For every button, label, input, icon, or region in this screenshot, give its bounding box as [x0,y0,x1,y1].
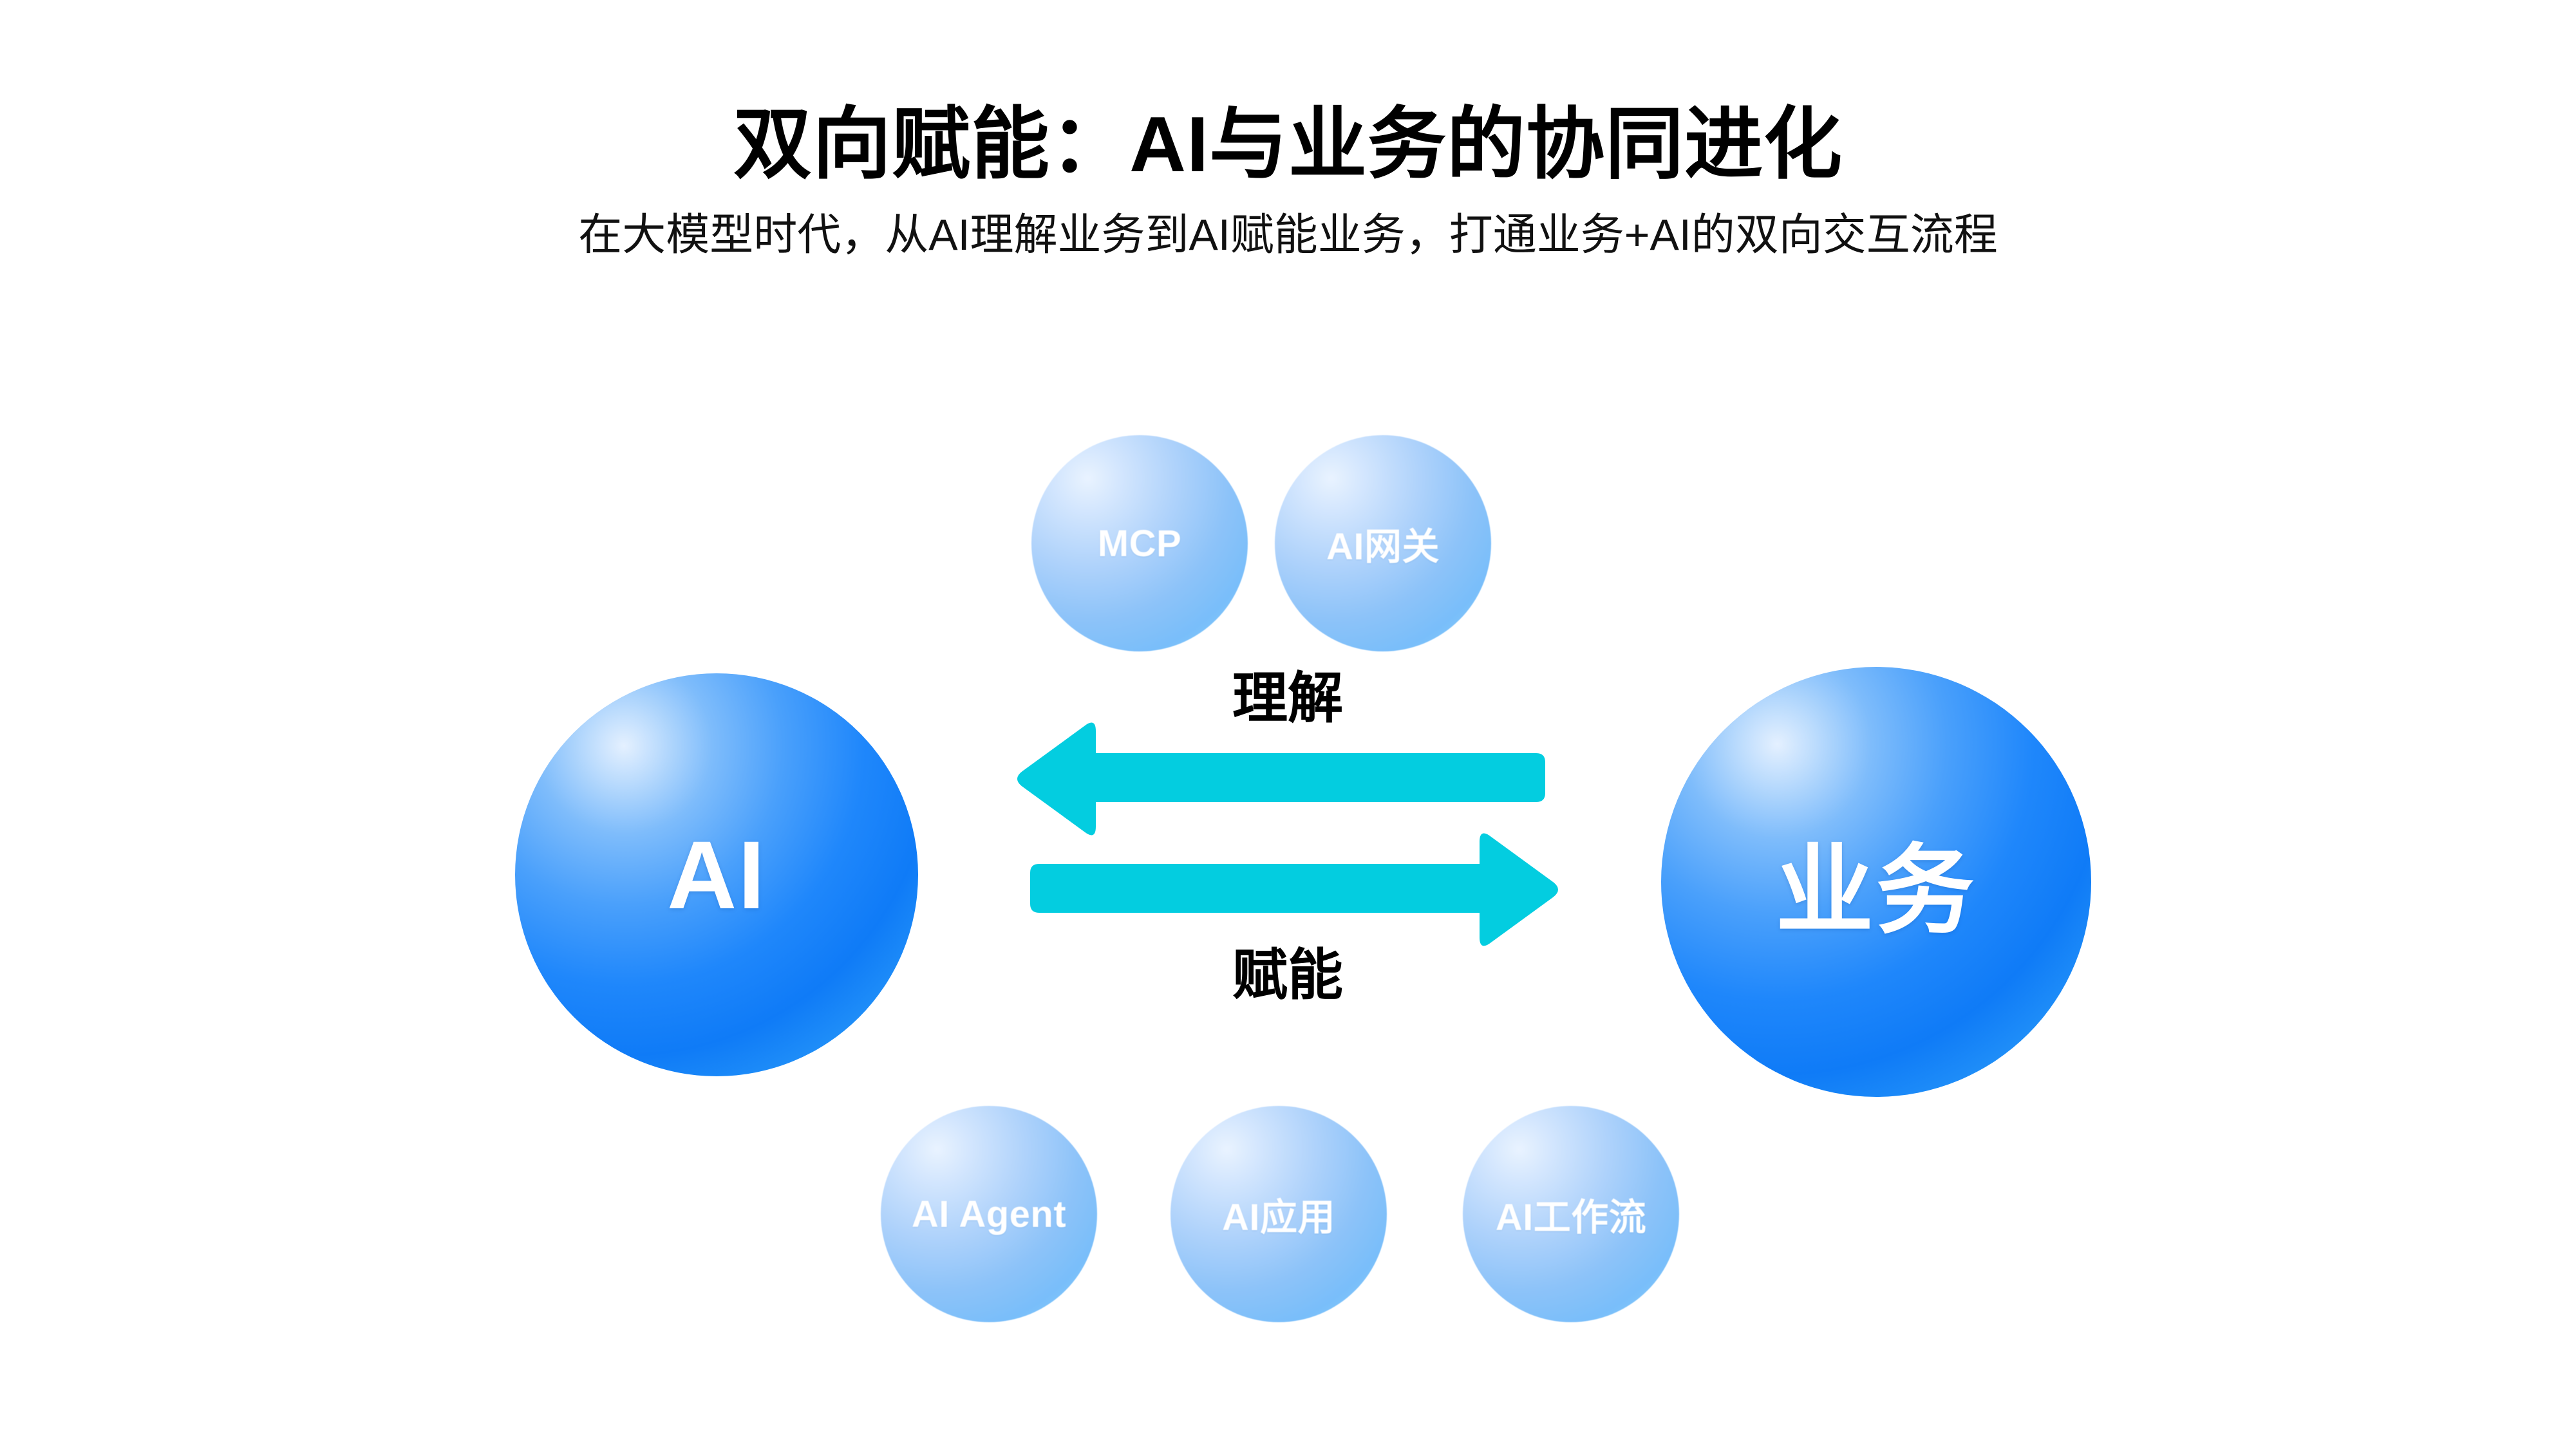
flow-label-empower-text: 赋能 [1232,944,1343,1006]
flow-label-understand: 理解 [1004,671,1571,726]
satellite-bubble-ai-gateway-label: AI网关 [1326,526,1440,568]
satellite-bubble-ai-app[interactable]: AI应用 [1170,1106,1387,1322]
core-bubble-ai[interactable]: AI [515,673,918,1076]
satellite-bubble-mcp[interactable]: MCP [1031,435,1248,651]
bidirectional-flow-arrows [1004,657,1571,1056]
core-bubble-ai-label: AI [667,820,766,929]
satellite-bubble-ai-agent-label: AI Agent [911,1193,1067,1235]
flow-arrows-svg [1017,722,1558,946]
page-title: 双向赋能：AI与业务的协同进化 [733,100,1843,188]
satellite-bubble-ai-agent[interactable]: AI Agent [881,1106,1097,1322]
flow-label-empower: 赋能 [1004,948,1571,1003]
satellite-bubble-ai-workflow[interactable]: AI工作流 [1463,1106,1679,1322]
satellite-bubble-ai-workflow-label: AI工作流 [1495,1197,1647,1239]
satellite-bubble-ai-app-label: AI应用 [1221,1197,1335,1239]
core-bubble-business-label: 业务 [1776,836,1977,946]
core-bubble-business[interactable]: 业务 [1661,667,2091,1097]
flow-label-understand-text: 理解 [1232,668,1343,729]
slide-header: 双向赋能：AI与业务的协同进化 在大模型时代，从AI理解业务到AI赋能业务，打通… [0,0,2576,263]
arrow-right-icon[interactable] [1030,833,1558,946]
page-subtitle: 在大模型时代，从AI理解业务到AI赋能业务，打通业务+AI的双向交互流程 [578,210,1998,259]
arrow-left-icon[interactable] [1017,722,1545,836]
satellite-bubble-mcp-label: MCP [1097,522,1182,565]
satellite-bubble-ai-gateway[interactable]: AI网关 [1275,435,1491,651]
